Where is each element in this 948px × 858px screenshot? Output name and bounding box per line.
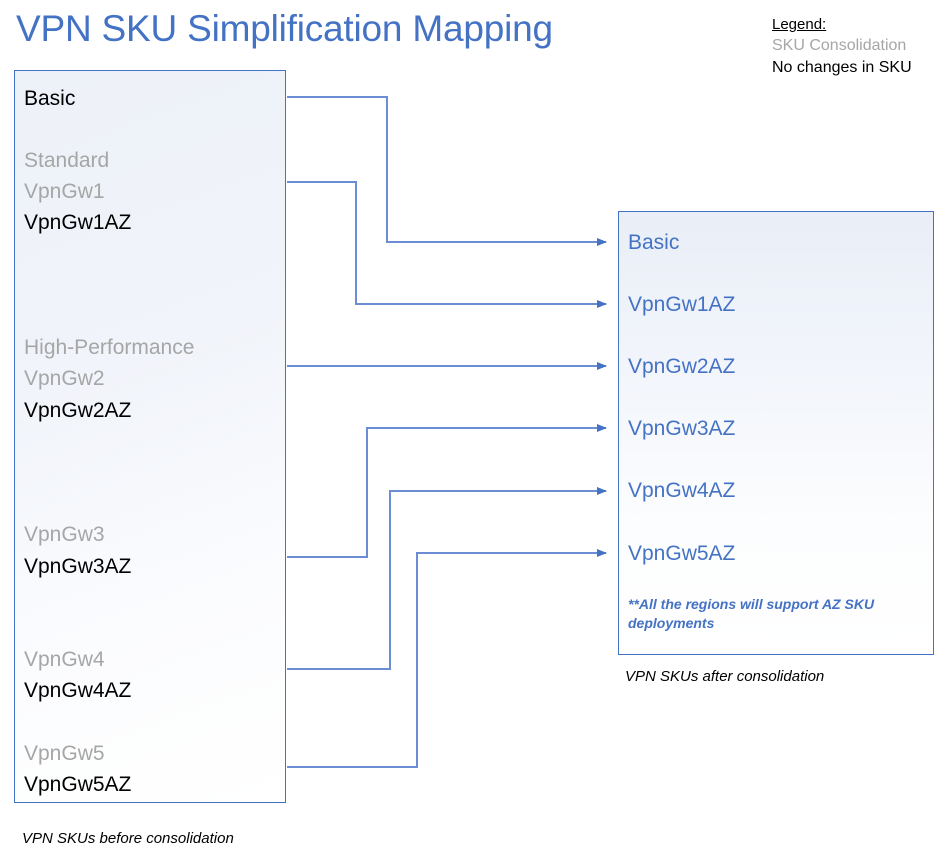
before-item-vpngw2az: VpnGw2AZ [24, 399, 132, 422]
before-item-vpngw5: VpnGw5 [24, 742, 105, 765]
after-consolidation-box [618, 211, 934, 655]
connector-basic [287, 96, 607, 246]
before-item-vpngw2: VpnGw2 [24, 367, 105, 390]
after-caption: VPN SKUs after consolidation [625, 668, 825, 685]
before-item-vpngw4: VpnGw4 [24, 648, 105, 671]
connector-vpngw5az [287, 549, 607, 768]
before-caption: VPN SKUs before consolidation [22, 830, 234, 847]
before-item-vpngw4az: VpnGw4AZ [24, 679, 132, 702]
before-item-high-performance: High-Performance [24, 336, 195, 359]
after-item-vpngw3az: VpnGw3AZ [628, 417, 736, 440]
legend-item-sku-consolidation: SKU Consolidation [772, 37, 907, 54]
after-item-basic: Basic [628, 231, 680, 254]
legend: Legend: SKU Consolidation No changes in … [772, 14, 948, 79]
after-item-vpngw2az: VpnGw2AZ [628, 355, 736, 378]
before-item-vpngw3az: VpnGw3AZ [24, 555, 132, 578]
before-item-vpngw1: VpnGw1 [24, 180, 105, 203]
legend-heading: Legend: [772, 16, 827, 33]
before-item-vpngw5az: VpnGw5AZ [24, 773, 132, 796]
connector-vpngw1az [287, 181, 607, 308]
after-item-vpngw1az: VpnGw1AZ [628, 293, 736, 316]
before-item-vpngw1az: VpnGw1AZ [24, 211, 132, 234]
after-item-vpngw5az: VpnGw5AZ [628, 542, 736, 565]
before-item-vpngw3: VpnGw3 [24, 523, 105, 546]
connector-vpngw4az [287, 487, 607, 670]
before-consolidation-box [14, 70, 286, 803]
after-item-vpngw4az: VpnGw4AZ [628, 479, 736, 502]
before-item-basic: Basic [24, 87, 76, 110]
legend-item-no-changes: No changes in SKU [772, 59, 912, 76]
before-item-standard: Standard [24, 149, 110, 172]
after-note: **All the regions will support AZ SKU de… [628, 596, 875, 631]
page-title: VPN SKU Simplification Mapping [16, 8, 553, 49]
connector-vpngw3az [287, 424, 607, 558]
